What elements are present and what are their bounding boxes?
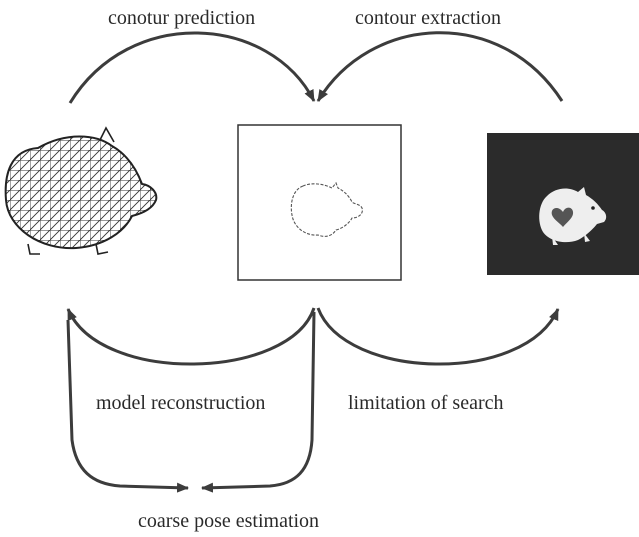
contour-prediction-arrow — [68, 31, 316, 104]
limitation-of-search-label: limitation of search — [348, 392, 504, 414]
contour-prediction-label: conotur prediction — [108, 7, 256, 29]
extracted-pig-contour-icon — [237, 124, 402, 281]
pig-photograph-icon — [487, 133, 639, 275]
model-reconstruction-label: model reconstruction — [96, 392, 266, 414]
contour-extraction-label: contour extraction — [355, 7, 502, 29]
wireframe-pig-model-icon — [4, 126, 158, 255]
contour-extraction-arrow — [316, 31, 564, 102]
limitation-of-search-arrow — [316, 307, 560, 366]
coarse-pose-right-arrow — [201, 311, 316, 493]
coarse-pose-left-arrow — [66, 319, 189, 493]
coarse-pose-estimation-label: coarse pose estimation — [138, 510, 320, 532]
model-reconstruction-arrow — [66, 307, 316, 366]
